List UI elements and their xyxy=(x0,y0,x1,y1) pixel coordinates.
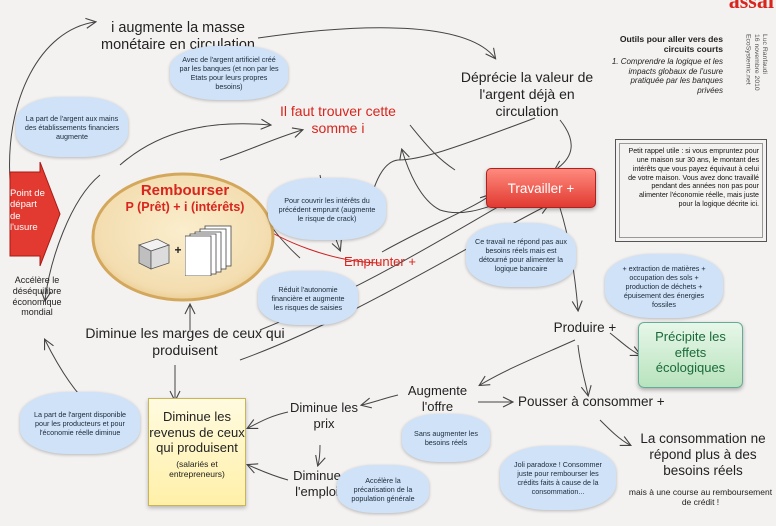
cloud-argent-artificiel: Avec de l'argent artificiel créé par les… xyxy=(170,46,288,100)
credit-text: Luc Ranfaudi 16 novembre 2010 EcoSystemi… xyxy=(744,34,768,91)
node-travailler: Travailler + xyxy=(507,181,575,196)
rembourser-formula: P (Prêt) + i (intérêts) xyxy=(125,200,245,214)
node-revenus: Diminue les revenus de ceux qui produise… xyxy=(149,409,245,456)
start-arrow-label: Point de départ de l'usure xyxy=(10,188,45,234)
sidebar-title: Outils pour aller vers des circuits cour… xyxy=(619,34,723,55)
node-augmente-offre: Augmente l'offre xyxy=(407,383,468,414)
node-produire: Produire + xyxy=(553,320,617,335)
rembourser-title: Rembourser xyxy=(140,182,230,199)
principal-cube-icon xyxy=(135,235,171,271)
node-diminue-emploi: Diminue l'emploi xyxy=(293,468,341,499)
node-trouver: Il faut trouver cette somme i xyxy=(280,103,396,136)
cloud-part-mains: La part de l'argent aux mains des établi… xyxy=(16,97,128,157)
node-revenus-sub: (salariés et entrepreneurs) xyxy=(169,458,225,479)
cloud-paradoxe: Joli paradoxe ! Consommer juste pour rem… xyxy=(500,446,616,510)
node-pousser: Pousser à consommer + xyxy=(518,394,665,409)
node-precipite: Précipite les effets écologiques xyxy=(655,329,726,376)
node-deprecie: Déprécie la valeur de l'argent déjà en c… xyxy=(460,69,594,119)
cloud-autonomie: Réduit l'autonomie financière et augment… xyxy=(258,271,358,325)
reminder-note: Petit rappel utile : si vous empruntez p… xyxy=(619,143,763,238)
plus-sign: + xyxy=(174,243,182,257)
corner-text: assai xyxy=(728,0,774,13)
node-consommation: La consommation ne répond plus à des bes… xyxy=(640,431,766,479)
node-desequilibre: Accélère le déséquilibre économique mond… xyxy=(12,275,62,318)
cloud-part-disponible: La part de l'argent disponible pour les … xyxy=(20,392,140,454)
cloud-couvrir-interets: Pour couvrir les intérêts du précédent e… xyxy=(268,178,386,240)
start-arrow-shape xyxy=(9,161,61,267)
cloud-sans-augmenter: Sans augmenter les besoins réels xyxy=(402,414,490,462)
reminder-box: Petit rappel utile : si vous empruntez p… xyxy=(615,139,767,242)
revenus-box: Diminue les revenus de ceux qui produise… xyxy=(148,398,246,506)
interest-sheets-icon xyxy=(184,224,243,277)
cloud-precarisation: Accélère la précarisation de la populati… xyxy=(337,465,429,513)
precipite-box: Précipite les effets écologiques xyxy=(638,322,743,388)
rembourser-ellipse xyxy=(91,172,275,302)
node-diminue-prix: Diminue les prix xyxy=(290,400,358,431)
sidebar-subtitle: 1. Comprendre la logique et les impacts … xyxy=(611,57,723,95)
node-diminue-marges: Diminue les marges de ceux qui produisen… xyxy=(85,325,285,358)
travailler-box: Travailler + xyxy=(486,168,596,208)
cloud-extraction: + extraction de matières + occupation de… xyxy=(605,254,723,318)
cloud-travail-detourne: Ce travail ne répond pas aux besoins rée… xyxy=(466,223,576,287)
node-consommation-sub: mais à une course au remboursement de cr… xyxy=(628,487,773,508)
node-emprunter: Emprunter + xyxy=(344,254,416,269)
